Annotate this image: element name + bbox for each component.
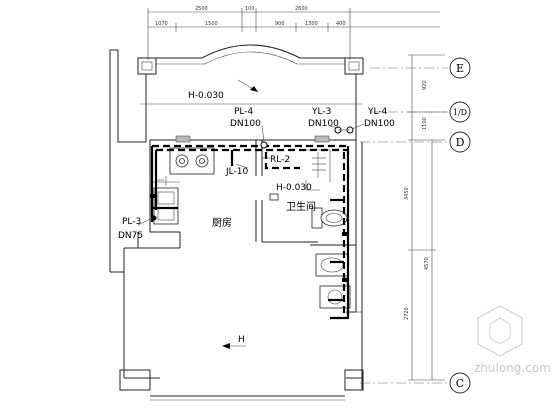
- right-dimensions: 920 1100 3450 4570 2720: [404, 54, 445, 381]
- label-yl3: YL-3: [311, 107, 331, 117]
- watermark-text: zhulong.com: [474, 361, 551, 375]
- axis-label-d: D: [456, 136, 465, 149]
- riser-pl4: [260, 141, 268, 149]
- dim-top-right: 2600: [295, 6, 308, 12]
- label-pl3: PL-3: [122, 217, 141, 227]
- label-yl4: YL-4: [367, 107, 388, 117]
- dim-top-left: 2500: [195, 6, 208, 12]
- walls: [109, 44, 364, 401]
- dim-sub-4: 1300: [305, 21, 318, 27]
- dim-sub-2: 1500: [205, 21, 218, 27]
- kitchen-fixtures: [150, 147, 215, 225]
- label-bath-level: H-0.030: [276, 183, 312, 193]
- axis-bubble-d: [449, 131, 471, 153]
- label-bathroom: 卫生间: [286, 200, 316, 213]
- dim-top-mid: 100: [245, 6, 255, 12]
- dim-sub-3: 900: [275, 21, 285, 27]
- dim-right-4: 4570: [424, 257, 430, 270]
- dim-sub-1: 1070: [155, 21, 168, 27]
- shower-drain: [269, 193, 279, 201]
- riser-pl3: [151, 215, 157, 221]
- axis-label-c: C: [456, 377, 464, 390]
- axis-bubble-c: [449, 372, 471, 394]
- watermark: zhulong.com: [474, 305, 551, 375]
- axis-label-half-d: 1/D: [453, 108, 467, 117]
- pipes: [150, 126, 354, 320]
- washing-machine: [319, 285, 351, 309]
- dim-right-3: 3450: [404, 187, 410, 200]
- axis-bubble-half-d: [449, 101, 471, 123]
- label-pl3-dn: DN75: [118, 231, 143, 241]
- axis-grid: E 1/D D C: [360, 57, 471, 394]
- label-rl2: RL-2: [270, 155, 290, 165]
- kitchen-sink: [153, 187, 179, 225]
- label-balcony-level: H-0.030: [188, 91, 224, 101]
- label-floor-h: H: [238, 335, 245, 345]
- bathroom-fixtures: [269, 149, 351, 309]
- label-pl4: PL-4: [234, 107, 254, 117]
- top-dimensions: 2500 100 2600 1070 1500 900 1300 400: [147, 6, 440, 60]
- label-kitchen: 厨房: [212, 216, 232, 229]
- dim-right-5: 2720: [404, 307, 410, 320]
- label-pl4-dn: DN100: [230, 119, 261, 129]
- label-yl3-dn: DN100: [308, 119, 339, 129]
- toilet: [311, 207, 348, 229]
- dim-sub-5: 400: [336, 21, 346, 27]
- axis-bubble-e: [449, 57, 471, 79]
- dim-right-1: 920: [422, 80, 428, 90]
- label-yl4-dn: DN100: [364, 119, 395, 129]
- label-jl10: JL-10: [225, 167, 248, 177]
- dim-right-2: 1100: [422, 117, 428, 130]
- annotations: H-0.030 PL-4 DN100 YL-3 DN100 YL-4 DN100…: [118, 91, 395, 345]
- axis-label-e: E: [456, 62, 464, 75]
- leaders: [137, 79, 365, 349]
